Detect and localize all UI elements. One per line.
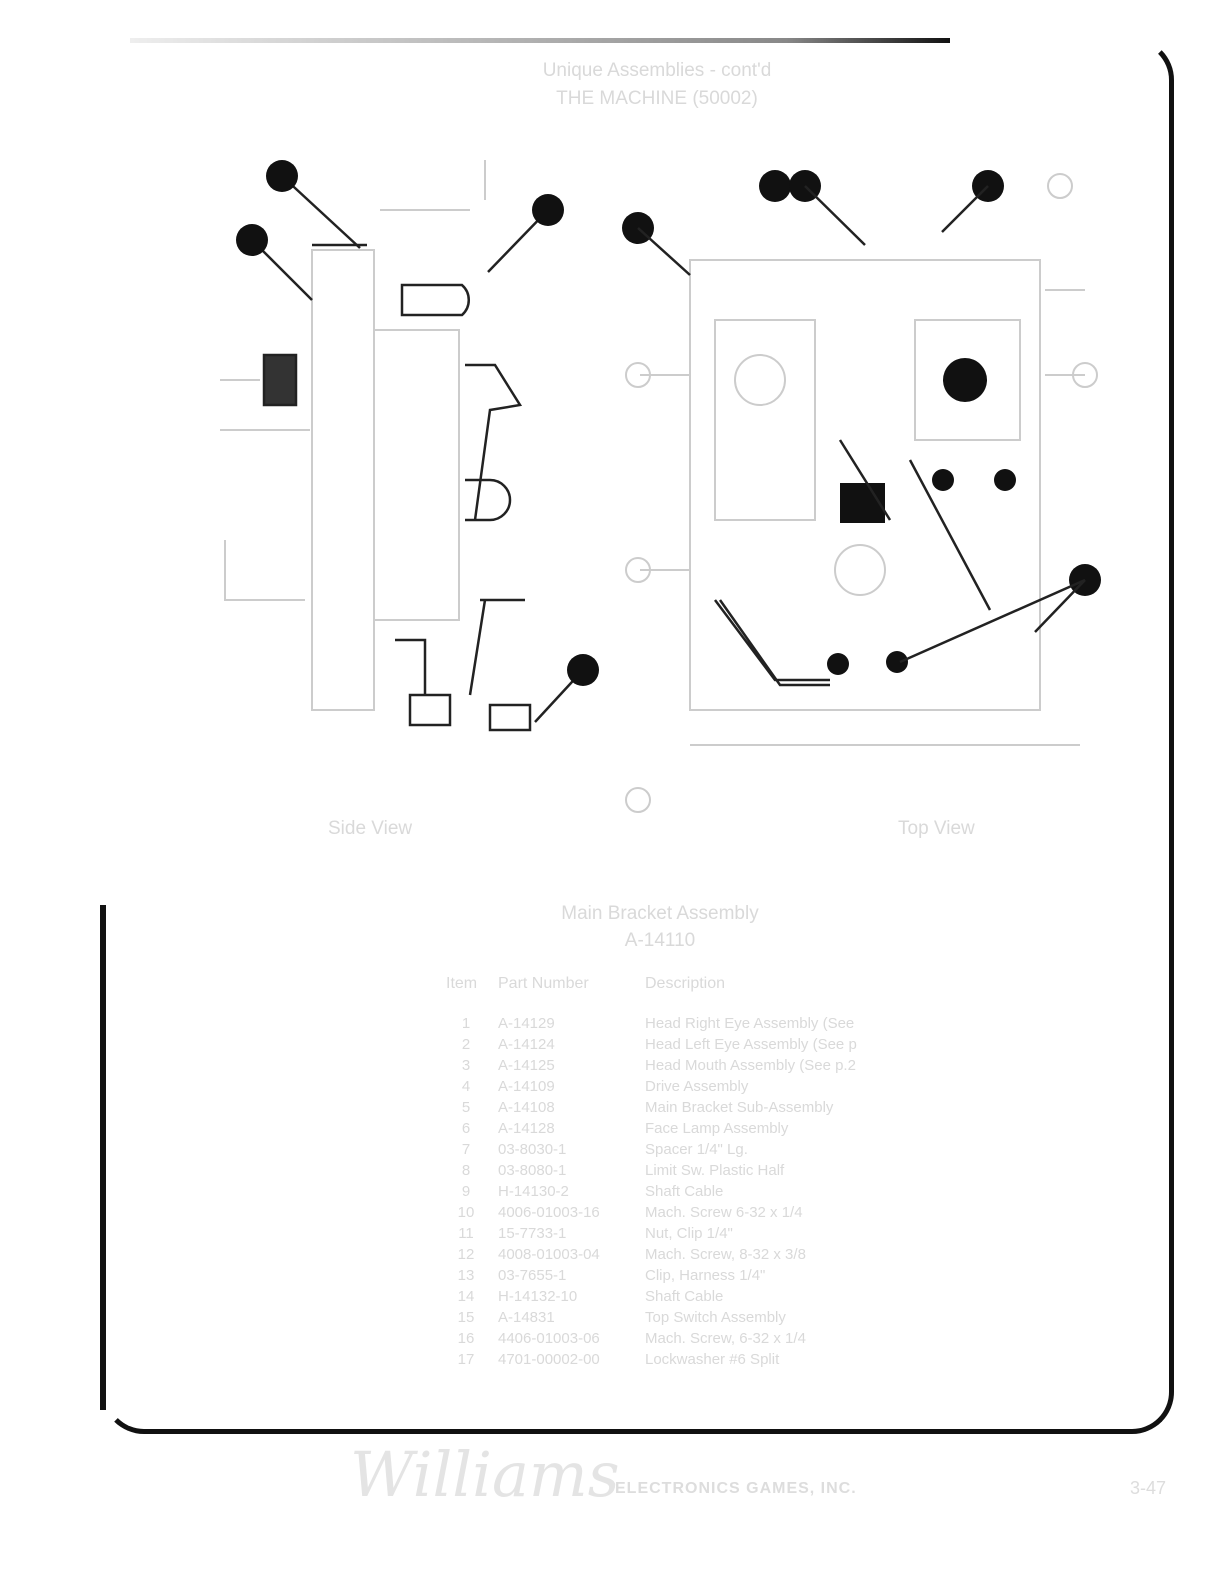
- part-description: Shaft Cable: [645, 1288, 724, 1305]
- item-number: 4: [461, 1078, 471, 1095]
- page-title: Unique Assemblies - cont'd: [542, 60, 772, 81]
- item-number: 8: [461, 1162, 471, 1179]
- part-description: Lockwasher #6 Split: [645, 1351, 780, 1368]
- item-number: 13: [457, 1267, 475, 1284]
- col-description: Description: [645, 975, 726, 992]
- part-number: A-14109: [498, 1078, 555, 1095]
- item-number: 16: [457, 1330, 475, 1347]
- table-row: 4 A-14109 Drive Assembly: [440, 1076, 863, 1097]
- part-number: A-14129: [498, 1015, 555, 1032]
- part-description: Head Mouth Assembly (See p.2: [645, 1057, 856, 1074]
- item-number: 14: [457, 1288, 475, 1305]
- part-number: A-14128: [498, 1120, 555, 1137]
- table-row: 17 4701-00002-00 Lockwasher #6 Split: [440, 1349, 863, 1370]
- item-number: 12: [457, 1246, 475, 1263]
- part-description: Top Switch Assembly: [645, 1309, 786, 1326]
- part-description: Drive Assembly: [645, 1078, 749, 1095]
- part-description: Nut, Clip 1/4": [645, 1225, 733, 1242]
- callout-markers: [236, 160, 1101, 686]
- item-number: 10: [457, 1204, 475, 1221]
- item-number: 7: [461, 1141, 471, 1158]
- side-view-parts: [251, 175, 584, 732]
- part-number: 4006-01003-16: [498, 1204, 600, 1221]
- table-row: 16 4406-01003-06 Mach. Screw, 6-32 x 1/4: [440, 1328, 863, 1349]
- part-description: Main Bracket Sub-Assembly: [645, 1099, 834, 1116]
- part-number: 4406-01003-06: [498, 1330, 600, 1347]
- side-view-label: Side View: [328, 818, 413, 839]
- table-row: 8 03-8080-1 Limit Sw. Plastic Half: [440, 1160, 863, 1181]
- assembly-diagram: [220, 160, 1101, 813]
- part-number: A-14124: [498, 1036, 555, 1053]
- part-description: Spacer 1/4" Lg.: [645, 1141, 748, 1158]
- part-number: H-14132-10: [498, 1288, 578, 1305]
- part-number: 03-7655-1: [498, 1267, 567, 1284]
- col-part-number: Part Number: [498, 975, 589, 992]
- table-row: 2 A-14124 Head Left Eye Assembly (See p: [440, 1034, 863, 1055]
- item-number: 5: [461, 1099, 471, 1116]
- part-number: A-14831: [498, 1309, 555, 1326]
- item-number: 2: [461, 1036, 471, 1053]
- part-number: 15-7733-1: [498, 1225, 567, 1242]
- table-row: 6 A-14128 Face Lamp Assembly: [440, 1118, 863, 1139]
- table-row: 3 A-14125 Head Mouth Assembly (See p.2: [440, 1055, 863, 1076]
- item-number: 1: [461, 1015, 471, 1032]
- part-number: A-14125: [498, 1057, 555, 1074]
- part-number: 03-8030-1: [498, 1141, 567, 1158]
- part-description: Mach. Screw 6-32 x 1/4: [645, 1204, 803, 1221]
- part-description: Mach. Screw, 6-32 x 1/4: [645, 1330, 806, 1347]
- item-number: 11: [458, 1225, 474, 1242]
- item-number: 3: [461, 1057, 471, 1074]
- item-number: 15: [457, 1309, 475, 1326]
- part-description: Head Left Eye Assembly (See p: [645, 1036, 857, 1053]
- table-row: 7 03-8030-1 Spacer 1/4" Lg.: [440, 1139, 863, 1160]
- part-description: Shaft Cable: [645, 1183, 724, 1200]
- table-row: 14 H-14132-10 Shaft Cable: [440, 1286, 863, 1307]
- assembly-title: Main Bracket Assembly: [561, 903, 759, 924]
- table-row: 1 A-14129 Head Right Eye Assembly (See: [440, 1013, 863, 1034]
- assembly-number: A-14110: [624, 930, 696, 951]
- table-row: 10 4006-01003-16 Mach. Screw 6-32 x 1/4: [440, 1202, 863, 1223]
- page-subtitle: THE MACHINE (50002): [556, 88, 758, 109]
- table-row: 9 H-14130-2 Shaft Cable: [440, 1181, 863, 1202]
- top-view-drawing: [625, 173, 1098, 813]
- part-description: Clip, Harness 1/4": [645, 1267, 766, 1284]
- part-number: 4701-00002-00: [498, 1351, 600, 1368]
- table-row: 13 03-7655-1 Clip, Harness 1/4": [440, 1265, 863, 1286]
- item-number: 9: [461, 1183, 471, 1200]
- williams-logo: Williams: [350, 1438, 620, 1511]
- item-number: 17: [457, 1351, 475, 1368]
- table-row: 11 15-7733-1 Nut, Clip 1/4": [440, 1223, 863, 1244]
- part-number: 4008-01003-04: [498, 1246, 600, 1263]
- part-description: Limit Sw. Plastic Half: [645, 1162, 785, 1179]
- page-number: 3-47: [1130, 1478, 1167, 1498]
- top-view-label: Top View: [898, 818, 975, 839]
- part-description: Head Right Eye Assembly (See: [645, 1015, 855, 1032]
- table-row: 5 A-14108 Main Bracket Sub-Assembly: [440, 1097, 863, 1118]
- item-number: 6: [461, 1120, 471, 1137]
- part-description: Face Lamp Assembly: [645, 1120, 789, 1137]
- top-view-parts: [637, 185, 1086, 687]
- table-row: 12 4008-01003-04 Mach. Screw, 8-32 x 3/8: [440, 1244, 863, 1265]
- page-frame: [102, 38, 1174, 1434]
- frame-top-edge: [130, 38, 950, 43]
- part-number: A-14108: [498, 1099, 555, 1116]
- table-header: Item Part Number Description: [440, 975, 863, 1013]
- frame-left-edge: [100, 905, 106, 1410]
- part-number: 03-8080-1: [498, 1162, 567, 1179]
- part-description: Mach. Screw, 8-32 x 3/8: [645, 1246, 806, 1263]
- col-item: Item: [446, 975, 478, 992]
- company-name: ELECTRONICS GAMES, INC.: [615, 1480, 857, 1497]
- part-number: H-14130-2: [498, 1183, 569, 1200]
- table-row: 15 A-14831 Top Switch Assembly: [440, 1307, 863, 1328]
- side-view-drawing: [220, 160, 486, 711]
